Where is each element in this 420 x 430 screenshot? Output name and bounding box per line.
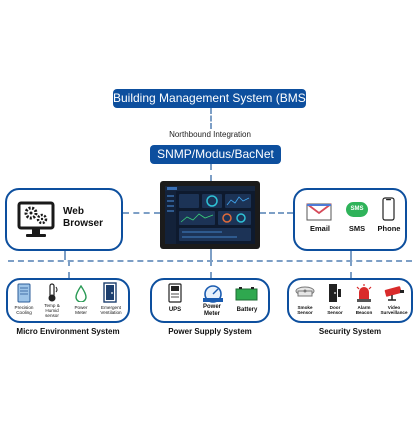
ventilation-door-icon bbox=[103, 282, 117, 303]
connector-notify-down bbox=[350, 251, 352, 260]
phone-label: Phone bbox=[377, 224, 401, 233]
security-item-3-line1: Alarm bbox=[357, 305, 371, 310]
precision-cooling-icon bbox=[17, 283, 31, 303]
smoke-sensor-icon bbox=[295, 286, 315, 297]
micro-item-2-line3: sensor bbox=[45, 313, 59, 318]
dashboard-screen bbox=[165, 186, 255, 244]
power-item-2-line1: Power bbox=[202, 304, 221, 310]
connector-protocol bbox=[210, 164, 212, 181]
thermometer-icon bbox=[48, 283, 58, 302]
bms-title: Building Management System (BMS) bbox=[113, 89, 310, 108]
connector-security bbox=[350, 260, 352, 278]
power-supply-box: UPS Power Meter Battery bbox=[150, 278, 270, 323]
northbound-label: Northbound Integration bbox=[169, 130, 251, 139]
connector-web bbox=[123, 212, 160, 214]
micro-item-2-line2: Humid bbox=[45, 308, 59, 313]
alarm-beacon-icon bbox=[356, 284, 372, 302]
dashboard-monitor bbox=[160, 181, 260, 249]
protocol-label: SNMP/Modus/BacNet bbox=[150, 145, 281, 164]
web-browser-box: Web Browser bbox=[5, 188, 123, 251]
security-item-3-line2: Beacon bbox=[355, 310, 373, 315]
power-title: Power Supply System bbox=[168, 327, 252, 336]
security-item-2-line1: Door bbox=[329, 305, 341, 310]
battery-icon bbox=[235, 287, 258, 301]
connector-monitor-down bbox=[210, 249, 212, 260]
notification-box: Email SMS SMS Phone bbox=[293, 188, 407, 251]
power-meter-icon bbox=[75, 285, 87, 302]
micro-item-4-line1: Emergent bbox=[101, 305, 121, 310]
security-item-4-line1: Video bbox=[387, 305, 401, 310]
power-item-3-line1: Battery bbox=[236, 307, 258, 313]
door-sensor-icon bbox=[329, 284, 341, 302]
connector-bms bbox=[210, 108, 212, 129]
connector-notify bbox=[260, 212, 293, 214]
video-camera-icon bbox=[384, 286, 404, 301]
dashboard-screen-icon bbox=[165, 186, 255, 244]
security-item-2-line2: Sensor bbox=[327, 310, 343, 315]
power-item-1-line1: UPS bbox=[168, 307, 182, 313]
security-title: Security System bbox=[318, 327, 382, 336]
security-item-4-line2: Surveillance bbox=[380, 310, 408, 315]
connector-power bbox=[210, 260, 212, 278]
ups-icon bbox=[168, 283, 182, 303]
smartphone-icon bbox=[382, 197, 395, 221]
micro-item-3-line1: Power bbox=[74, 305, 88, 310]
security-box: Smoke Sensor Door Sensor Alarm Beacon Vi… bbox=[287, 278, 413, 323]
micro-environment-box: Precision Cooling Temp & Humid sensor Po… bbox=[6, 278, 130, 323]
web-label-line1: Web bbox=[63, 206, 84, 217]
security-item-1-line1: Smoke bbox=[297, 305, 313, 310]
email-label: Email bbox=[309, 224, 330, 233]
gears-monitor-icon bbox=[17, 201, 55, 237]
power-meter-gauge-icon bbox=[203, 285, 223, 303]
micro-item-3-line2: Meter bbox=[75, 310, 87, 315]
security-item-1-line2: Sensor bbox=[297, 310, 313, 315]
micro-item-1-line2: Cooling bbox=[16, 310, 32, 315]
web-label-line2: Browser bbox=[63, 218, 104, 229]
sms-label: SMS bbox=[348, 224, 366, 233]
micro-item-2-line1: Temp & bbox=[44, 303, 60, 308]
micro-item-4-line2: Ventilation bbox=[100, 310, 122, 315]
email-envelope-icon bbox=[306, 203, 332, 221]
power-item-2-line2: Meter bbox=[203, 311, 220, 317]
sms-badge-text: SMS bbox=[350, 206, 364, 212]
micro-item-1-line1: Precision bbox=[14, 305, 34, 310]
connector-micro bbox=[68, 260, 70, 278]
connector-web-down bbox=[64, 251, 66, 260]
sms-bubble-icon: SMS bbox=[346, 202, 368, 217]
micro-title: Micro Environment System bbox=[16, 327, 120, 336]
